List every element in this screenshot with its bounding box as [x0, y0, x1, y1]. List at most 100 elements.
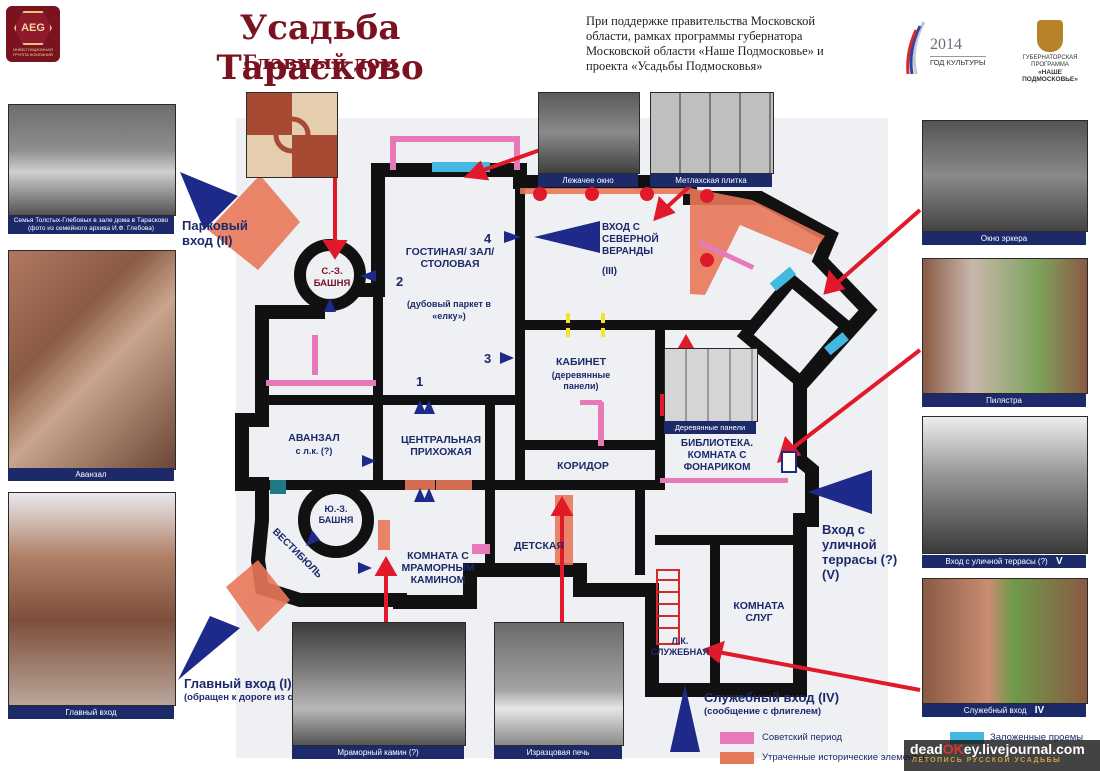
family-caption-line2: (фото из семейного архива И.Ф. Глебова) [27, 225, 155, 232]
service-caption-num: IV [1034, 705, 1045, 716]
gov-program-line1: ГУБЕРНАТОРСКАЯ ПРОГРАММА [1022, 55, 1078, 68]
photo-avanzal [8, 250, 176, 470]
lost-elements [208, 175, 825, 632]
north-entrance-arrow [534, 221, 600, 253]
company-logo: AEG ИНВЕСТИЦИОННАЯ ГРУППА КОМПАНИЙ [6, 6, 60, 62]
north-entry-label: ВХОД С СЕВЕРНОЙ ВЕРАНДЫ [602, 222, 659, 257]
main-entrance-note: (обращен к дороге из села) [184, 692, 313, 703]
watermark-site-b: ey.livejournal.com [963, 741, 1085, 757]
service-stair-label: Л.К. СЛУЖЕБНАЯ [650, 636, 710, 657]
stove-photo-image [495, 623, 623, 745]
pilaster-photo-image [923, 259, 1087, 393]
photo-marble-caption: Мраморный камин (?) [292, 746, 464, 759]
photo-main-entrance [8, 492, 176, 706]
watermark-tagline: ЛЕТОПИСЬ РУССКОЙ УСАДЬБЫ [912, 757, 1062, 764]
library-marker [781, 451, 797, 473]
sw-tower-label: Ю.-З. БАШНЯ [318, 504, 354, 525]
panels-photo-image [665, 349, 757, 421]
main-entrance-label: Главный вход (I) [184, 676, 292, 691]
central-hall-label: ЦЕНТРАЛЬНАЯ ПРИХОЖАЯ [400, 434, 482, 458]
avanzal-label: АВАНЗАЛ [288, 432, 340, 444]
service-entrance-arrow [670, 685, 700, 752]
photo-tile-nw [246, 92, 338, 178]
watermark: deadOKey.livejournal.com ЛЕТОПИСЬ РУССКО… [904, 740, 1100, 771]
street-terrace-caption-text: Вход с уличной террасы (?) [945, 557, 1048, 566]
marker-number-3: 3 [484, 351, 492, 366]
avanzal-photo-image [9, 251, 175, 469]
wall-outline [235, 163, 878, 697]
marble-photo-image [293, 623, 465, 745]
blocked-openings [270, 162, 849, 494]
photo-panels [664, 348, 758, 422]
photo-service [922, 578, 1088, 704]
bay-window [736, 271, 856, 391]
servants-room-label: КОМНАТА СЛУГ [733, 600, 785, 624]
photo-pilaster [922, 258, 1088, 394]
year-of-culture-logo: 2014 ГОД КУЛЬТУРЫ [900, 20, 995, 75]
year-logo-year: 2014 [930, 36, 962, 53]
photo-pointers [322, 148, 922, 692]
nursery-label: ДЕТСКАЯ [513, 540, 565, 552]
main-entrance-arrow [178, 616, 240, 680]
park-entrance-label: Парковый вход (II) [182, 218, 248, 248]
legend-swatch-soviet [720, 732, 754, 744]
photo-panels-caption: Деревянные панели [664, 421, 756, 434]
service-entrance-note: (сообщение с флигелем) [704, 706, 822, 717]
photo-street-terrace [922, 416, 1088, 554]
photo-family-caption: Семья Толстых-Глебовых в зале дома в Тар… [8, 216, 174, 234]
photo-tile [650, 92, 774, 174]
library-label: БИБЛИОТЕКА. КОМНАТА С ФОНАРИКОМ [680, 438, 754, 473]
bay-photo-image [923, 121, 1087, 231]
street-terrace-photo-image [923, 417, 1087, 553]
park-entrance-arrow [180, 172, 238, 230]
photo-family [8, 104, 176, 216]
photo-main-entrance-caption: Главный вход [8, 706, 174, 719]
cabinet-note: (деревянные панели) [551, 370, 611, 391]
support-text: При поддержке правительства Московской о… [586, 14, 824, 73]
flag-stripes-icon [906, 21, 926, 75]
service-stair-drawing [656, 569, 680, 645]
photo-pilaster-caption: Пилястра [922, 394, 1086, 407]
entrance-arrows [178, 172, 872, 752]
family-photo-image [9, 105, 175, 215]
marker-number-2: 2 [396, 274, 404, 289]
cabinet-label: КАБИНЕТ [555, 356, 607, 368]
window-photo-image [539, 93, 639, 173]
sw-tower-circle [298, 482, 374, 558]
photo-avanzal-caption: Аванзал [8, 468, 174, 481]
photo-bay [922, 120, 1088, 232]
avanzal-note: с л.к. (?) [295, 446, 333, 456]
photo-street-terrace-caption: Вход с уличной террасы (?) V [922, 555, 1086, 568]
photo-window-caption: Лежачее окно [538, 174, 638, 187]
small-arrows [306, 231, 521, 574]
legend-label-blocked: Заложенные проемы [990, 732, 1084, 743]
main-entrance-photo-image [9, 493, 175, 705]
marker-number-1: 1 [416, 374, 424, 389]
photo-marble [292, 622, 466, 746]
corridor-label: КОРИДОР [557, 460, 609, 472]
legend-swatch-lost [720, 752, 754, 764]
photo-stove-caption: Изразцовая печь [494, 746, 622, 759]
tile-pattern-icon [247, 93, 337, 177]
street-entrance-arrow [808, 470, 872, 514]
gov-program-line2: «НАШЕ ПОДМОСКОВЬЕ» [1022, 69, 1078, 83]
watermark-site-ok: OK [942, 741, 964, 757]
street-terrace-caption-num: V [1055, 556, 1063, 567]
tile-markers [533, 187, 714, 267]
nw-tower-label: С.-З. БАШНЯ [313, 266, 351, 289]
photo-tile-caption: Метлахская плитка [650, 174, 772, 187]
soviet-elements [266, 136, 788, 554]
parquet-markers [566, 313, 605, 337]
photo-stove [494, 622, 624, 746]
page-subtitle: Главный дом [242, 50, 398, 74]
guest-room-note: (дубовый паркет в «елку») [407, 299, 491, 321]
service-photo-image [923, 579, 1087, 703]
tile-photo-image [651, 93, 773, 173]
photo-window [538, 92, 640, 174]
guest-room-label: ГОСТИНАЯ/ ЗАЛ/ СТОЛОВАЯ [405, 246, 495, 270]
family-caption-line1: Семья Толстых-Глебовых в зале дома в Тар… [13, 217, 169, 224]
legend-label-lost: Утраченные исторические элементы [762, 752, 925, 763]
service-entrance-label: Служебный вход (IV) [704, 690, 840, 705]
service-caption-text: Служебный вход [963, 706, 1027, 715]
